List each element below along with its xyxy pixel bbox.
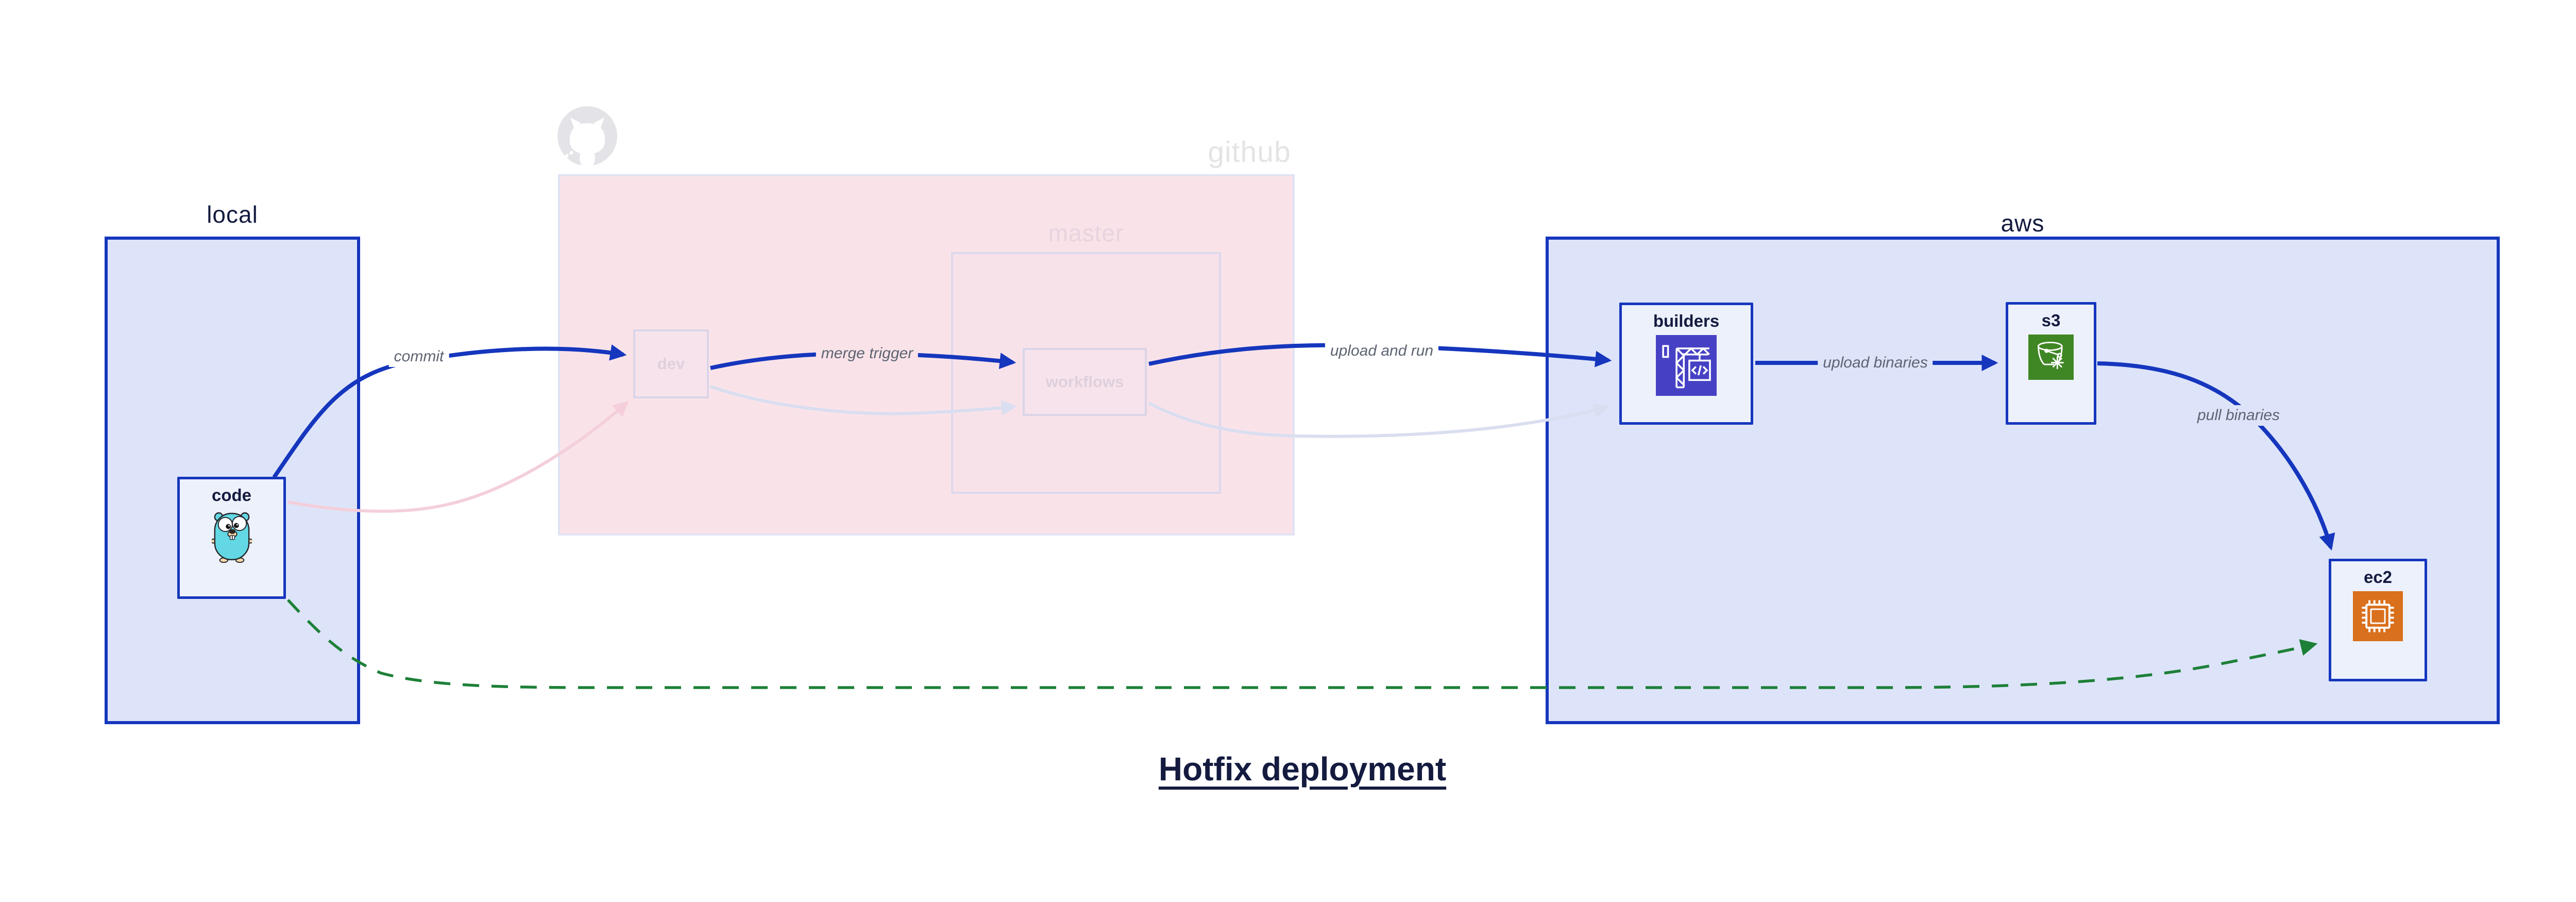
node-workflows: workflows xyxy=(1023,348,1147,416)
edge-label-commit: commit xyxy=(388,346,449,367)
github-octocat-icon xyxy=(557,106,617,168)
master-label: master xyxy=(1048,220,1124,246)
edge-label-upload-binaries: upload binaries xyxy=(1818,353,1933,373)
go-gopher-icon xyxy=(211,512,252,563)
node-builders-label: builders xyxy=(1653,311,1720,330)
codebuild-crane-icon xyxy=(1656,335,1717,396)
node-s3: s3 xyxy=(2006,302,2096,425)
diagram-title: Hotfix deployment xyxy=(1158,750,1447,788)
edge-label-merge-trigger: merge trigger xyxy=(816,343,919,364)
node-builders: builders xyxy=(1619,303,1753,425)
edge-label-pull-binaries: pull binaries xyxy=(2192,405,2285,426)
node-ec2-label: ec2 xyxy=(2363,567,2393,587)
node-dev: dev xyxy=(633,329,709,398)
node-dev-label: dev xyxy=(657,355,685,373)
node-ec2: ec2 xyxy=(2329,559,2427,681)
edge-label-upload-and-run: upload and run xyxy=(1325,341,1439,361)
node-code-label: code xyxy=(211,486,252,505)
github-label: github xyxy=(1208,136,1291,169)
node-workflows-label: workflows xyxy=(1045,373,1124,391)
node-s3-label: s3 xyxy=(2041,311,2061,330)
ec2-chip-icon xyxy=(2353,591,2403,641)
node-code: code xyxy=(177,477,286,599)
local-label: local xyxy=(207,201,258,228)
s3-glacier-bucket-icon xyxy=(2028,335,2074,380)
aws-label: aws xyxy=(2001,210,2045,237)
